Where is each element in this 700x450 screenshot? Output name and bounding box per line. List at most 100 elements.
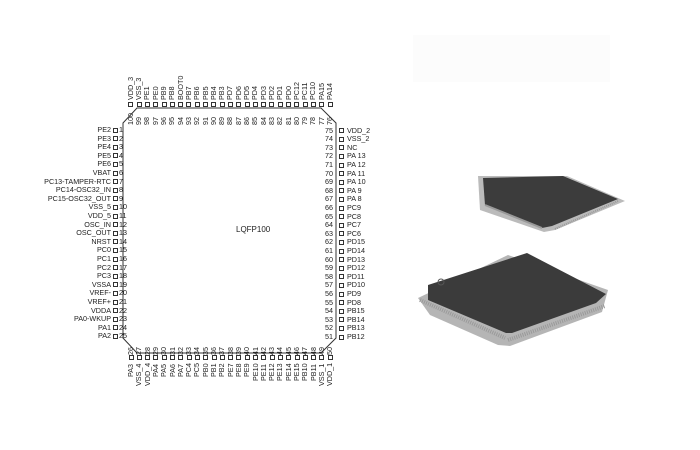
pin-number: 2 — [119, 133, 123, 143]
pin-pad — [227, 102, 233, 107]
pin-number: 59 — [325, 263, 333, 273]
pin-number: 14 — [119, 236, 127, 246]
pin-pad — [113, 222, 118, 228]
pin-number: 63 — [325, 228, 333, 238]
pin-label: PC15-OSC32_OUT — [47, 193, 111, 203]
pin-pad — [136, 355, 142, 360]
pin-number: 65 — [325, 211, 333, 221]
pin-pad — [113, 299, 118, 305]
pin-label: PD13 — [347, 254, 365, 264]
pin-pad — [113, 316, 118, 322]
pin-pad — [311, 355, 317, 360]
pin-number: 73 — [325, 142, 333, 152]
pin-label: PC6 — [347, 228, 361, 238]
pin-number: 17 — [119, 262, 127, 272]
pin-number: 15 — [119, 245, 127, 255]
pin-label: PC1 — [97, 254, 111, 263]
pin-number: 1 — [119, 125, 123, 134]
pin-pad — [339, 291, 344, 297]
pin-number: 84 — [258, 117, 268, 125]
chip-photo-top — [478, 176, 625, 232]
pin-pad — [339, 248, 344, 254]
pin-pad — [113, 308, 118, 314]
pin-pad — [219, 102, 225, 107]
pin-pad — [186, 102, 192, 107]
pin-pad — [294, 355, 300, 360]
pin-number: 18 — [119, 271, 127, 281]
pin-number: 11 — [119, 211, 127, 220]
pin-pad — [153, 102, 159, 107]
pin-number: 24 — [119, 322, 127, 332]
pin-label: PD12 — [347, 263, 365, 273]
pin-label: PD4 — [250, 86, 260, 100]
pin-pad — [113, 196, 118, 202]
package-label: LQFP100 — [236, 225, 271, 234]
pin-number: 78 — [308, 117, 318, 125]
pin-label: PC9 — [347, 203, 361, 212]
pin-number: 95 — [167, 117, 177, 125]
pin-pad — [113, 161, 118, 167]
pin-pad — [277, 102, 283, 107]
pin-pad — [236, 102, 242, 107]
pin-pad — [113, 247, 118, 253]
photo-background — [413, 35, 610, 82]
pin-pad — [113, 265, 118, 271]
pin-pad — [169, 102, 175, 107]
pin-label: PA 12 — [347, 160, 366, 169]
pin-pad — [339, 214, 344, 220]
pin-label: VREF+ — [87, 297, 111, 306]
pin-label: OSC_OUT — [76, 228, 111, 238]
pin-number: 61 — [325, 246, 333, 255]
pin-pad — [277, 355, 283, 360]
pin-pad — [113, 136, 118, 142]
pin-label: PA15 — [316, 82, 326, 100]
pin-pad — [339, 325, 344, 331]
pin-label: PE3 — [97, 133, 111, 143]
pin-number: 71 — [325, 160, 333, 169]
pin-number: 13 — [119, 228, 127, 238]
pin-pad — [153, 355, 159, 360]
pin-label: PC10 — [308, 82, 318, 100]
pin-number: 70 — [325, 168, 333, 178]
pin-number: 58 — [325, 271, 333, 281]
pin-label: PA 13 — [347, 151, 366, 161]
pin-number: 72 — [325, 151, 333, 161]
pin-pad — [113, 325, 118, 331]
pin-label: PC13-TAMPER-RTC — [44, 176, 111, 186]
pin-pad — [113, 230, 118, 236]
pin-pad — [178, 355, 184, 360]
pin-label: PC0 — [97, 245, 111, 255]
pin-number: 9 — [119, 193, 123, 203]
pin-label: PA 8 — [347, 194, 362, 204]
pin-number: 82 — [275, 117, 285, 125]
pin-label: PE6 — [97, 159, 111, 169]
pin-label: VDD_1 — [325, 362, 335, 386]
pin-label: NC — [347, 142, 358, 152]
pin-label: PA2 — [97, 331, 111, 341]
pin-number: 88 — [225, 117, 235, 125]
pin-pad — [294, 102, 300, 107]
pin-pad — [113, 127, 118, 133]
pin-pad — [327, 102, 333, 107]
pin-label: PD15 — [347, 237, 365, 247]
pin-number: 79 — [300, 117, 310, 125]
chip-photo-bottom — [418, 253, 608, 346]
pin-pad — [178, 102, 184, 107]
pin-label: PB6 — [192, 86, 202, 100]
pin-label: PC7 — [347, 220, 361, 230]
pin-number: 7 — [119, 176, 123, 186]
pin-pad — [302, 355, 308, 360]
pin-number: 100 — [125, 113, 135, 125]
pin-pad — [339, 205, 344, 211]
pin-number: 54 — [325, 306, 333, 316]
pin-pad — [252, 102, 258, 107]
pin-pad — [339, 274, 344, 280]
pin-label: VDD_3 — [125, 76, 135, 100]
pin-label: PD0 — [283, 86, 293, 100]
pin-pad — [113, 170, 118, 176]
pin-number: 74 — [325, 134, 333, 144]
pin-label: PA5 — [159, 363, 169, 377]
pin-number: 10 — [119, 202, 127, 212]
pin-label: PB5 — [200, 86, 210, 100]
pin-number: 75 — [325, 125, 333, 135]
